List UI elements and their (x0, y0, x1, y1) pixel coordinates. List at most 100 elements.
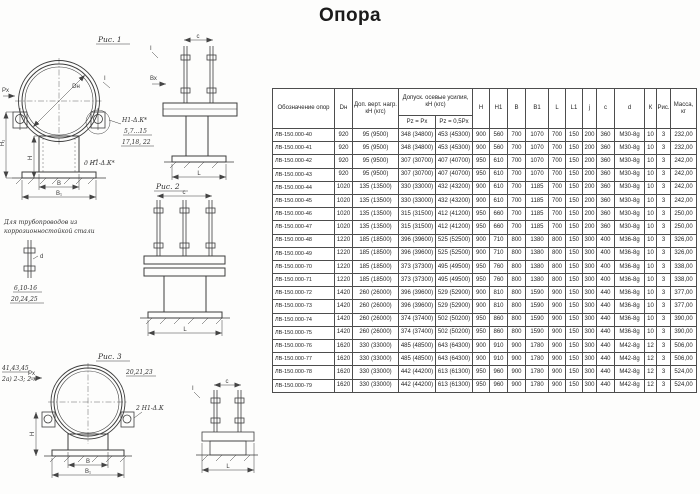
table-cell: 440 (596, 378, 615, 393)
table-cell: 150 (565, 352, 583, 367)
sideview-l-label: L (197, 171, 201, 177)
sideview-c-label: с (197, 34, 200, 40)
table-cell: 3 (656, 299, 671, 314)
table-cell: 360 (596, 193, 615, 209)
table-cell: 810 (489, 286, 508, 301)
table-cell: 800 (548, 259, 566, 275)
fig3-b1-label: В₁ (85, 469, 91, 475)
table-cell: М30-8g (614, 220, 645, 235)
table-cell: ЛВ-150.000-44 (272, 180, 335, 195)
table-cell: 485 (48500) (398, 338, 436, 354)
table-cell: 360 (596, 141, 615, 156)
table-cell: ЛВ-150.000-42 (272, 154, 335, 169)
table-cell: 860 (489, 312, 508, 327)
col-header-c: с (596, 88, 615, 129)
table-cell: 150 (565, 220, 583, 235)
table-cell: 300 (582, 299, 597, 314)
table-cell: 150 (565, 154, 583, 169)
table-cell: 3 (656, 180, 671, 195)
table-cell: ЛВ-150.000-78 (272, 365, 335, 380)
table-cell: 1620 (334, 378, 353, 393)
table-cell: 396 (39600) (398, 299, 436, 314)
col-header-h1: Н1 (489, 88, 508, 129)
table-cell: 920 (334, 141, 353, 156)
table-cell: 700 (548, 193, 566, 209)
table-cell: 396 (39600) (398, 246, 436, 261)
fig1-h1-label: Н₁ (0, 140, 6, 146)
table-cell: 185 (18500) (352, 259, 399, 275)
table-cell: ЛВ-150.000-41 (272, 141, 335, 156)
table-cell: 610 (489, 193, 508, 209)
table-cell: 1420 (334, 325, 353, 341)
fig1-b1-label: В₁ (56, 191, 62, 197)
table-cell: 10 (644, 167, 657, 182)
table-cell: 338,00 (670, 273, 697, 288)
table-cell: 1780 (525, 338, 549, 354)
table-cell: М36-8g (614, 233, 645, 248)
table-cell: 3 (656, 141, 671, 156)
table-cell: 390,00 (670, 312, 697, 327)
corrosion-items2: 20,24,25 (10, 296, 38, 303)
table-cell: 150 (565, 273, 583, 288)
table-cell: 900 (507, 352, 526, 367)
table-cell: 700 (548, 180, 566, 195)
table-cell: 396 (39600) (398, 286, 436, 301)
table-cell: 910 (489, 338, 508, 354)
fig3-ref2: 2а) 2-3; 2-к (1, 376, 37, 383)
table-cell: 950 (472, 273, 490, 288)
table-cell: 315 (31500) (398, 207, 436, 222)
table-cell: 200 (582, 193, 597, 209)
table-cell: ЛВ-150.000-47 (272, 220, 335, 235)
table-cell: 260 (26000) (352, 325, 399, 341)
corrosion-note-line1: Для трубопроводов из (3, 219, 77, 226)
table-cell: 360 (596, 167, 615, 182)
table-cell: 900 (472, 233, 490, 248)
table-cell: 10 (644, 207, 657, 222)
table-cell: 300 (582, 312, 597, 327)
table-cell: 150 (565, 141, 583, 156)
table-cell: 900 (472, 180, 490, 195)
table-cell: 150 (565, 378, 583, 393)
table-cell: М30-8g (614, 193, 645, 209)
table-cell: 400 (596, 233, 615, 248)
table-cell: 800 (507, 325, 526, 341)
table-cell: 10 (644, 286, 657, 301)
table-cell: 307 (30700) (398, 154, 436, 169)
table-cell: 150 (565, 207, 583, 222)
table-cell: 960 (489, 365, 508, 380)
drawings-svg: Рис. 1 Dн (0, 34, 258, 478)
table-cell: 412 (41200) (435, 207, 473, 222)
sideview-bx-label: Вх (150, 76, 157, 82)
table-cell: ЛВ-150.000-77 (272, 352, 335, 367)
table-cell: 700 (548, 127, 566, 143)
table-cell: 377,00 (670, 286, 697, 301)
fig3-front-view: Рис. 3 41,43,45 2а) 2-3; 2-к 20,21,23 2 … (1, 352, 164, 478)
table-cell: 440 (596, 338, 615, 354)
fig2-label: Рис. 2 (155, 182, 180, 191)
table-cell: 300 (582, 273, 597, 288)
table-cell: 502 (50200) (435, 325, 473, 341)
table-cell: 760 (489, 259, 508, 275)
table-cell: 95 (9500) (352, 167, 399, 182)
table-cell: ЛВ-150.000-72 (272, 286, 335, 301)
table-cell: 250,00 (670, 207, 697, 222)
table-cell: 330 (33000) (352, 338, 399, 354)
table-cell: 135 (13500) (352, 180, 399, 195)
fig1-label: Рис. 1 (97, 35, 122, 44)
table-cell: 3 (656, 167, 671, 182)
table-cell: М30-8g (614, 127, 645, 143)
corrosion-note: Для трубопроводов из коррозионностойкой … (3, 219, 95, 304)
table-cell: 338,00 (670, 259, 697, 275)
table-cell: 810 (489, 299, 508, 314)
table-cell: 1070 (525, 167, 549, 182)
table-cell: 800 (507, 312, 526, 327)
table-cell: 12 (644, 338, 657, 354)
fig3-ref1: 41,43,45 (1, 365, 29, 372)
table-cell: 800 (507, 233, 526, 248)
table-cell: 800 (507, 299, 526, 314)
